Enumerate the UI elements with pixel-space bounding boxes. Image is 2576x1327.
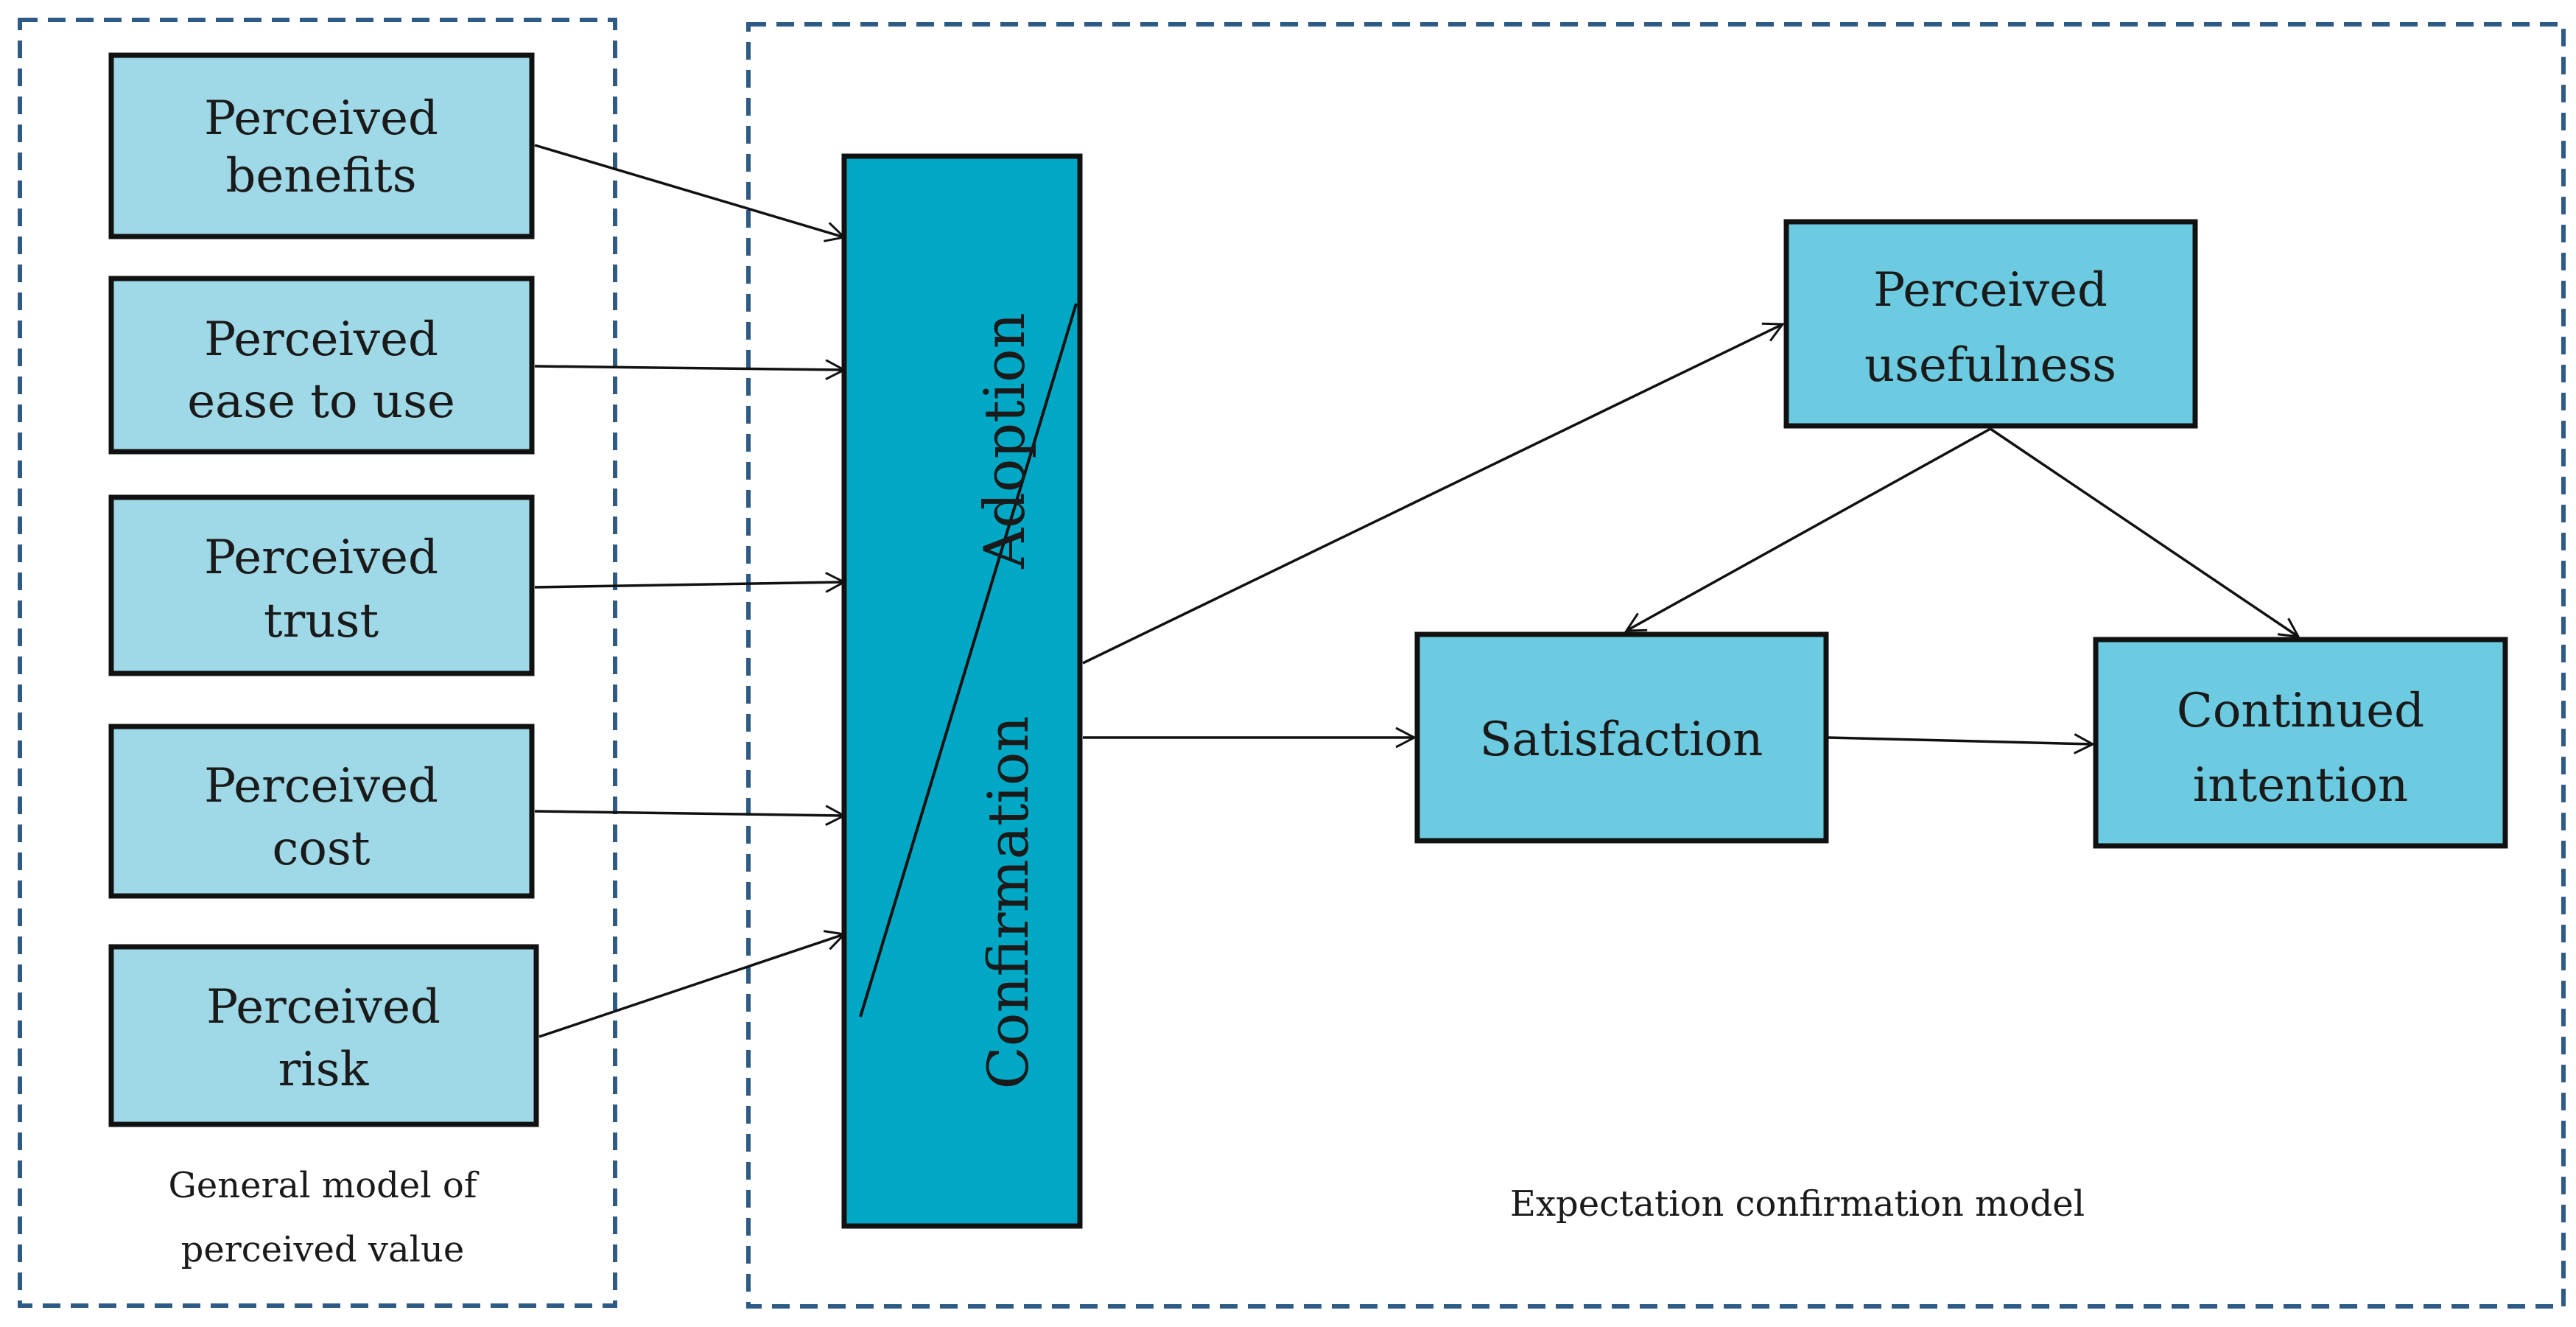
- satisfaction-box: Satisfaction: [1414, 631, 1829, 844]
- perceived-usefulness-line1: Perceived: [1873, 263, 2108, 318]
- perceived-ease-line1: Perceived: [204, 312, 438, 367]
- arrow-risk-to-adoption: [538, 934, 844, 1038]
- expectation-confirmation-caption: Expectation confirmation model: [1510, 1183, 2085, 1225]
- perceived-trust-line1: Perceived: [204, 531, 438, 585]
- perceived-cost-line1: Perceived: [204, 759, 438, 813]
- perceived-benefits-line2: benefits: [225, 149, 416, 203]
- perceived-cost-box: Perceived cost: [108, 724, 535, 899]
- arrow-usefulness-to-continued: [1990, 427, 2298, 637]
- perceived-trust-box: Perceived trust: [108, 494, 535, 676]
- perceived-ease-line2: ease to use: [187, 374, 455, 429]
- arrow-cost-to-adoption: [534, 811, 844, 816]
- continued-intention-box: Continued intention: [2093, 637, 2508, 849]
- confirmation-label: Confirmation: [975, 716, 1041, 1090]
- arrow-benefits-to-adoption: [534, 144, 844, 237]
- arrow-confirmation-to-usefulness: [1082, 324, 1783, 665]
- perceived-benefits-line1: Perceived: [204, 91, 438, 146]
- perceived-usefulness-line2: usefulness: [1864, 338, 2116, 393]
- perceived-usefulness-box: Perceived usefulness: [1783, 219, 2198, 429]
- perceived-value-caption-line2: perceived value: [181, 1229, 465, 1270]
- perceived-value-group-border: [18, 18, 617, 1308]
- adoption-confirmation-bar: Adoption Confirmation: [841, 153, 1083, 1229]
- satisfaction-label: Satisfaction: [1480, 712, 1763, 767]
- continued-intention-line1: Continued: [2177, 684, 2424, 738]
- perceived-ease-box: Perceived ease to use: [108, 276, 535, 455]
- adoption-confirmation-divider: [859, 303, 1078, 1018]
- arrow-usefulness-to-satisfaction: [1626, 427, 1991, 631]
- perceived-value-caption-line1: General model of: [168, 1165, 479, 1206]
- adoption-label: Adoption: [972, 312, 1037, 570]
- perceived-cost-line2: cost: [273, 822, 371, 876]
- perceived-benefits-box: Perceived benefits: [108, 52, 535, 239]
- perceived-trust-line2: trust: [264, 594, 379, 648]
- perceived-risk-box: Perceived risk: [108, 944, 539, 1127]
- arrow-satisfaction-to-continued: [1828, 738, 2093, 744]
- arrow-trust-to-adoption: [534, 582, 844, 587]
- perceived-risk-line2: risk: [278, 1043, 370, 1097]
- expectation-confirmation-group-border: [746, 22, 2566, 1309]
- perceived-risk-line1: Perceived: [206, 980, 441, 1034]
- arrow-ease-to-adoption: [534, 366, 844, 370]
- continued-intention-line2: intention: [2193, 758, 2408, 813]
